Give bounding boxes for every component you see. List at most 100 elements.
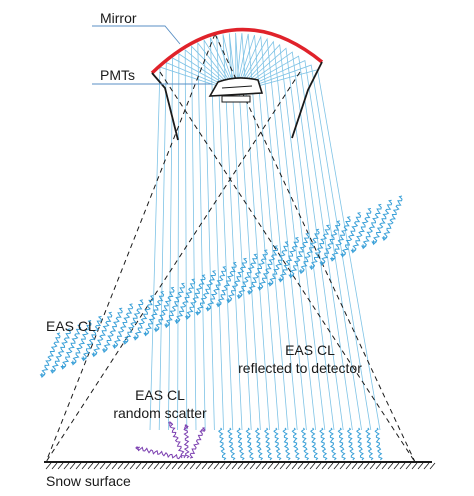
eas-cl-photon-arrow	[93, 352, 98, 358]
hatch-mark	[219, 462, 226, 470]
eas-cl-photon	[153, 286, 175, 332]
eas-cl-photon-arrow	[258, 285, 263, 291]
eas-cl-photon-arrow	[176, 318, 181, 325]
eas-cl-photon	[195, 270, 217, 316]
surface-photon	[236, 427, 245, 461]
eas-cl-photon-arrow	[72, 360, 77, 366]
hatch-mark	[147, 462, 154, 470]
scatter-photon	[183, 424, 190, 459]
eas-cl-photon-arrow	[196, 310, 201, 316]
hatch-mark	[417, 462, 424, 470]
eas-cl-photon	[267, 241, 289, 286]
hatch-mark	[357, 462, 364, 470]
eas-cl-photon	[50, 328, 71, 374]
hatch-mark	[321, 462, 328, 470]
hatch-mark	[195, 462, 202, 470]
fov-line-cross-b	[45, 71, 301, 463]
hatch-mark	[279, 462, 286, 470]
eas-cl-light-beam	[39, 195, 403, 379]
eas-cl-photon-arrow	[331, 256, 336, 262]
eas-cl-photon	[319, 220, 341, 266]
reflected-ray	[191, 45, 237, 431]
random-scatter-light	[134, 420, 206, 460]
hatch-mark	[333, 462, 340, 470]
eas-cl-photon-arrow	[352, 248, 357, 254]
surface-photon	[328, 427, 337, 461]
eas-cl-photon	[360, 203, 382, 249]
hatch-mark	[105, 462, 112, 470]
reflected-ray	[235, 34, 289, 431]
hatch-mark	[225, 462, 232, 470]
hatch-mark	[237, 462, 244, 470]
eas-cl-photon-arrow	[41, 372, 46, 379]
hatch-mark	[141, 462, 148, 470]
eas-cl-photon-arrow	[269, 281, 274, 287]
eas-cl-photon-arrow	[51, 368, 56, 374]
eas-cl-photon-arrow	[279, 277, 284, 283]
eas-cl-photon-arrow	[341, 252, 346, 258]
surface-photon	[356, 427, 365, 461]
eas-cl-photon	[70, 320, 92, 365]
pmt-camera-base	[221, 95, 251, 103]
hatch-mark	[309, 462, 316, 470]
reflected-ray	[158, 62, 237, 431]
scatter-photon-arrow	[169, 420, 174, 427]
eas-cl-photon-arrow	[310, 265, 315, 271]
hatch-mark	[273, 462, 280, 470]
reflected-ray	[235, 32, 261, 431]
surface-hatching	[45, 462, 436, 470]
hatch-mark	[63, 462, 70, 470]
pmt-camera	[208, 77, 264, 103]
scatter-photon	[168, 422, 187, 459]
hatch-mark	[99, 462, 106, 470]
hatch-mark	[51, 462, 58, 470]
hatch-mark	[399, 462, 406, 470]
surface-photon	[282, 427, 291, 461]
surface-photon	[227, 427, 236, 461]
hatch-mark	[261, 462, 268, 470]
hatch-mark	[159, 462, 166, 470]
eas-cl-left-label: EAS CL	[46, 318, 96, 334]
surface-photon	[346, 427, 356, 461]
eas-cl-photon	[236, 253, 258, 299]
reflected-ray	[177, 53, 237, 431]
surface-reflected-light	[218, 427, 383, 461]
hatch-mark	[171, 462, 178, 470]
pmt-camera-inner	[221, 85, 253, 89]
left-wall	[151, 72, 179, 141]
eas-cl-photon	[257, 245, 279, 291]
surface-photon	[254, 427, 264, 461]
fov-line-left	[45, 33, 216, 463]
eas-cl-photon	[205, 266, 227, 311]
eas-cl-photon-arrow	[124, 339, 129, 345]
eas-cl-photon	[91, 311, 113, 357]
scatter-photon-arrow	[200, 426, 205, 433]
fov-line-cross-a	[159, 71, 416, 463]
reflected-ray	[235, 37, 307, 431]
eas-cl-photon	[288, 232, 310, 278]
reflected-ray	[216, 35, 237, 431]
telescope	[150, 27, 324, 141]
hatch-mark	[381, 462, 388, 470]
eas-cl-photon	[226, 257, 248, 303]
hatch-mark	[243, 462, 250, 470]
reflected-ray	[168, 57, 237, 431]
surface-photon	[365, 427, 374, 461]
eas-cl-photon-arrow	[165, 323, 170, 329]
reflected-ray	[235, 40, 316, 431]
eas-cl-photon	[60, 324, 82, 369]
fov-line-right	[214, 33, 416, 463]
hatch-mark	[429, 462, 436, 470]
hatch-mark	[339, 462, 346, 470]
hatch-mark	[267, 462, 274, 470]
eas-cl-photon	[174, 278, 196, 324]
eas-cl-photon	[350, 208, 372, 253]
eas-cl-scatter-label-line1: EAS CL	[135, 387, 185, 403]
eas-cl-photon	[340, 212, 362, 257]
hatch-mark	[351, 462, 358, 470]
label-leaders	[92, 25, 212, 85]
hatch-mark	[285, 462, 292, 470]
eas-cl-photon-arrow	[186, 314, 191, 320]
hatch-mark	[327, 462, 334, 470]
scatter-photon	[136, 446, 183, 460]
